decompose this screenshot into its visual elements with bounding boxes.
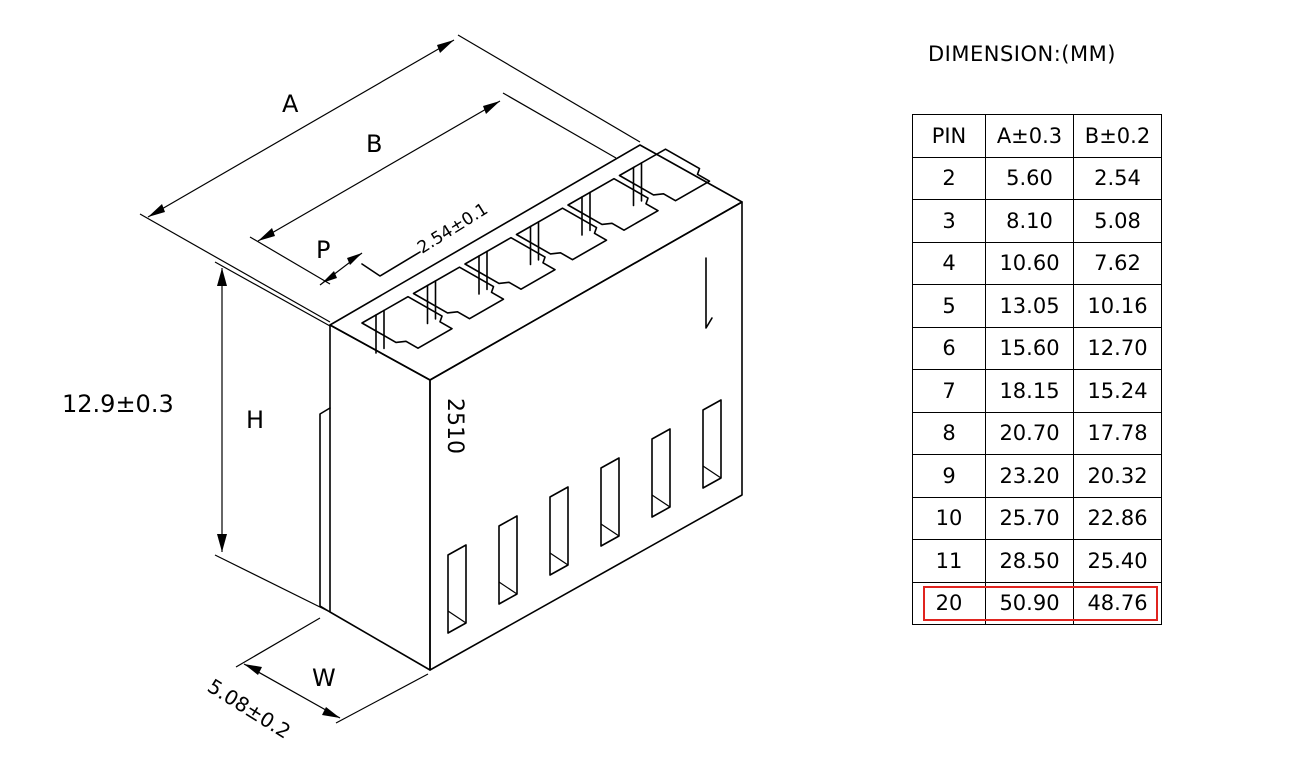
table-cell: 7.62 bbox=[1073, 241, 1162, 285]
side-window-edge bbox=[600, 523, 620, 537]
side-window-edge bbox=[651, 494, 671, 508]
side-window bbox=[702, 399, 722, 489]
table-cell: 20.70 bbox=[985, 411, 1074, 455]
table-cell: 8 bbox=[912, 411, 986, 455]
table-cell: 28.50 bbox=[985, 539, 1074, 583]
table-header-cell: B±0.2 bbox=[1073, 114, 1162, 158]
table-cell: 22.86 bbox=[1073, 496, 1162, 540]
table-cell: 10.16 bbox=[1073, 284, 1162, 328]
cavity bbox=[361, 295, 453, 349]
cavity bbox=[412, 266, 505, 320]
side-window-edge bbox=[702, 465, 722, 479]
side-window-edge bbox=[447, 610, 467, 624]
table-cell: 20.32 bbox=[1073, 454, 1162, 498]
table-cell: 25.40 bbox=[1073, 539, 1162, 583]
table-cell: 3 bbox=[912, 199, 986, 243]
label-A: A bbox=[282, 90, 299, 118]
dimension-A: A bbox=[139, 34, 641, 323]
dimension-P: P 2.54±0.1 bbox=[316, 199, 492, 286]
dimension-table-title: DIMENSION:(MM) bbox=[928, 42, 1116, 66]
pin-cavities bbox=[361, 148, 711, 354]
table-cell: 10 bbox=[912, 496, 986, 540]
dimension-H: H 12.9±0.3 bbox=[62, 261, 331, 613]
table-cell: 23.20 bbox=[985, 454, 1074, 498]
table-cell: 15.24 bbox=[1073, 369, 1162, 413]
side-window bbox=[498, 515, 518, 605]
table-cell: 15.60 bbox=[985, 326, 1074, 370]
table-cell: 17.78 bbox=[1073, 411, 1162, 455]
cavity bbox=[567, 177, 659, 231]
height-dimension: 12.9±0.3 bbox=[62, 390, 174, 418]
side-window bbox=[651, 428, 671, 518]
table-cell: 5.60 bbox=[985, 156, 1074, 200]
side-window-edge bbox=[498, 581, 518, 595]
table-cell: 13.05 bbox=[985, 284, 1074, 328]
side-windows bbox=[447, 399, 722, 634]
table-cell: 2 bbox=[912, 156, 986, 200]
dimension-W: W 5.08±0.2 bbox=[203, 617, 429, 744]
table-cell: 18.15 bbox=[985, 369, 1074, 413]
connector-body bbox=[319, 144, 743, 671]
label-W: W bbox=[312, 664, 336, 692]
label-B: B bbox=[366, 130, 382, 158]
table-cell: 12.70 bbox=[1073, 326, 1162, 370]
table-cell: 9 bbox=[912, 454, 986, 498]
label-H: H bbox=[246, 406, 264, 434]
table-cell: 50.90 bbox=[985, 581, 1074, 625]
table-cell: 6 bbox=[912, 326, 986, 370]
pitch-dimension: 2.54±0.1 bbox=[414, 199, 492, 258]
table-cell: 2.54 bbox=[1073, 156, 1162, 200]
table-cell: 5.08 bbox=[1073, 199, 1162, 243]
table-cell: 20 bbox=[912, 581, 986, 625]
table-cell: 5 bbox=[912, 284, 986, 328]
side-window bbox=[549, 486, 569, 576]
cavity bbox=[515, 207, 608, 261]
side-window bbox=[600, 457, 620, 547]
table-cell: 8.10 bbox=[985, 199, 1074, 243]
table-cell: 48.76 bbox=[1073, 581, 1162, 625]
cavity bbox=[464, 236, 556, 290]
table-cell: 4 bbox=[912, 241, 986, 285]
label-P: P bbox=[316, 236, 330, 264]
part-marking: 2510 bbox=[442, 398, 467, 454]
side-window-edge bbox=[549, 552, 569, 566]
table-header-cell: A±0.3 bbox=[985, 114, 1074, 158]
table-cell: 10.60 bbox=[985, 241, 1074, 285]
table-cell: 25.70 bbox=[985, 496, 1074, 540]
table-header-cell: PIN bbox=[912, 114, 986, 158]
side-window bbox=[447, 544, 467, 634]
table-cell: 7 bbox=[912, 369, 986, 413]
dimension-B: B bbox=[249, 92, 617, 285]
table-cell: 11 bbox=[912, 539, 986, 583]
cavity bbox=[618, 148, 711, 202]
